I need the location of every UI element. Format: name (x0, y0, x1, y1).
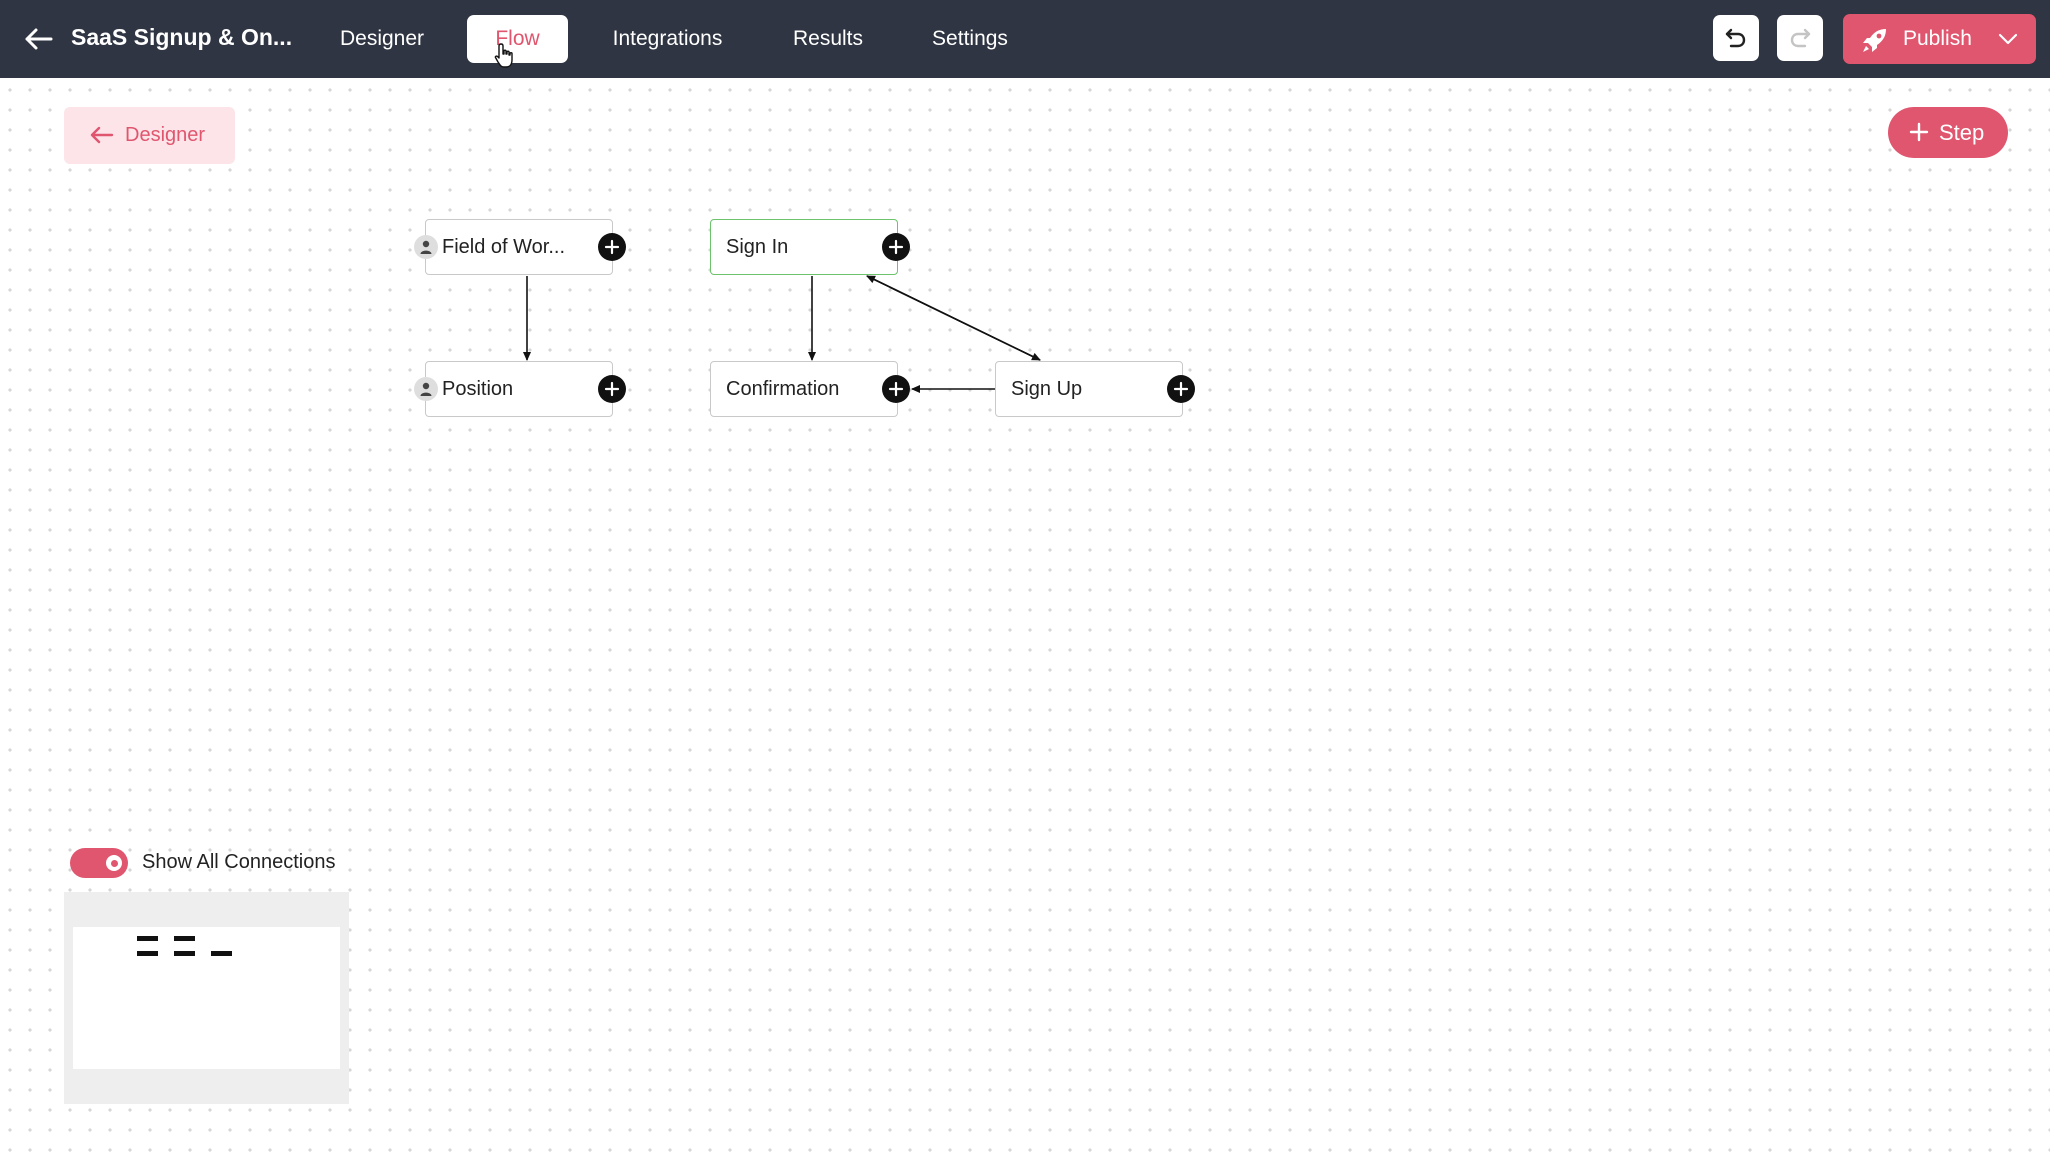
flow-node-confirmation[interactable]: Confirmation (710, 361, 898, 417)
flow-node-field-of-work[interactable]: Field of Wor... (414, 219, 613, 275)
show-all-connections-label: Show All Connections (142, 851, 336, 873)
back-to-designer-button[interactable]: Designer (64, 107, 235, 164)
plus-icon (604, 239, 620, 255)
tab-integrations[interactable]: Integrations (612, 27, 723, 50)
node-add-connection-button[interactable] (598, 233, 626, 261)
minimap-node (137, 951, 158, 956)
flow-node-sign-in[interactable]: Sign In (710, 219, 898, 275)
plus-icon (888, 239, 904, 255)
minimap-node (174, 951, 195, 956)
node-add-connection-button[interactable] (882, 375, 910, 403)
publish-label: Publish (1903, 27, 1972, 50)
plus-icon (1173, 381, 1189, 397)
node-label: Field of Wor... (442, 236, 566, 258)
node-add-connection-button[interactable] (882, 233, 910, 261)
show-all-connections-toggle[interactable] (70, 848, 128, 878)
plus-icon (604, 381, 620, 397)
node-add-connection-button[interactable] (1167, 375, 1195, 403)
hand-cursor-icon (494, 43, 513, 68)
app-title: SaaS Signup & On... (71, 24, 293, 50)
node-label: Position (442, 378, 514, 400)
tab-settings[interactable]: Settings (932, 27, 1008, 50)
node-add-connection-button[interactable] (598, 375, 626, 403)
minimap-node (137, 936, 158, 941)
rocket-icon (1863, 29, 1886, 52)
add-step-button[interactable]: Step (1888, 107, 2008, 158)
tab-results[interactable]: Results (792, 27, 864, 50)
flow-node-sign-up[interactable]: Sign Up (995, 361, 1183, 417)
toggle-knob (106, 855, 122, 871)
top-bar: SaaS Signup & On... Designer Flow Integr… (0, 0, 2050, 78)
node-label: Confirmation (726, 378, 840, 400)
edge-sign-in-to-sign-up[interactable] (866, 275, 1041, 361)
person-icon (414, 377, 438, 401)
undo-button[interactable] (1713, 15, 1759, 61)
redo-icon (1790, 28, 1811, 48)
minimap[interactable] (64, 892, 349, 1104)
minimap-node (211, 951, 232, 956)
minimap-viewport[interactable] (73, 927, 340, 1069)
plus-icon (1909, 122, 1929, 142)
back-arrow-button[interactable] (18, 20, 58, 58)
minimap-node (174, 936, 195, 941)
add-step-label: Step (1939, 120, 1985, 145)
undo-icon (1725, 28, 1746, 48)
plus-icon (888, 381, 904, 397)
publish-button[interactable]: Publish (1843, 14, 2036, 64)
back-to-designer-label: Designer (125, 124, 206, 146)
tab-designer[interactable]: Designer (339, 27, 425, 50)
node-label: Sign In (726, 236, 789, 258)
redo-button[interactable] (1777, 15, 1823, 61)
chevron-down-icon[interactable] (1997, 30, 2019, 48)
arrow-left-icon (90, 126, 114, 144)
flow-node-position[interactable]: Position (414, 361, 613, 417)
node-label: Sign Up (1011, 378, 1083, 400)
arrow-left-icon (25, 28, 53, 50)
person-icon (414, 235, 438, 259)
tab-flow[interactable]: Flow (467, 15, 568, 63)
